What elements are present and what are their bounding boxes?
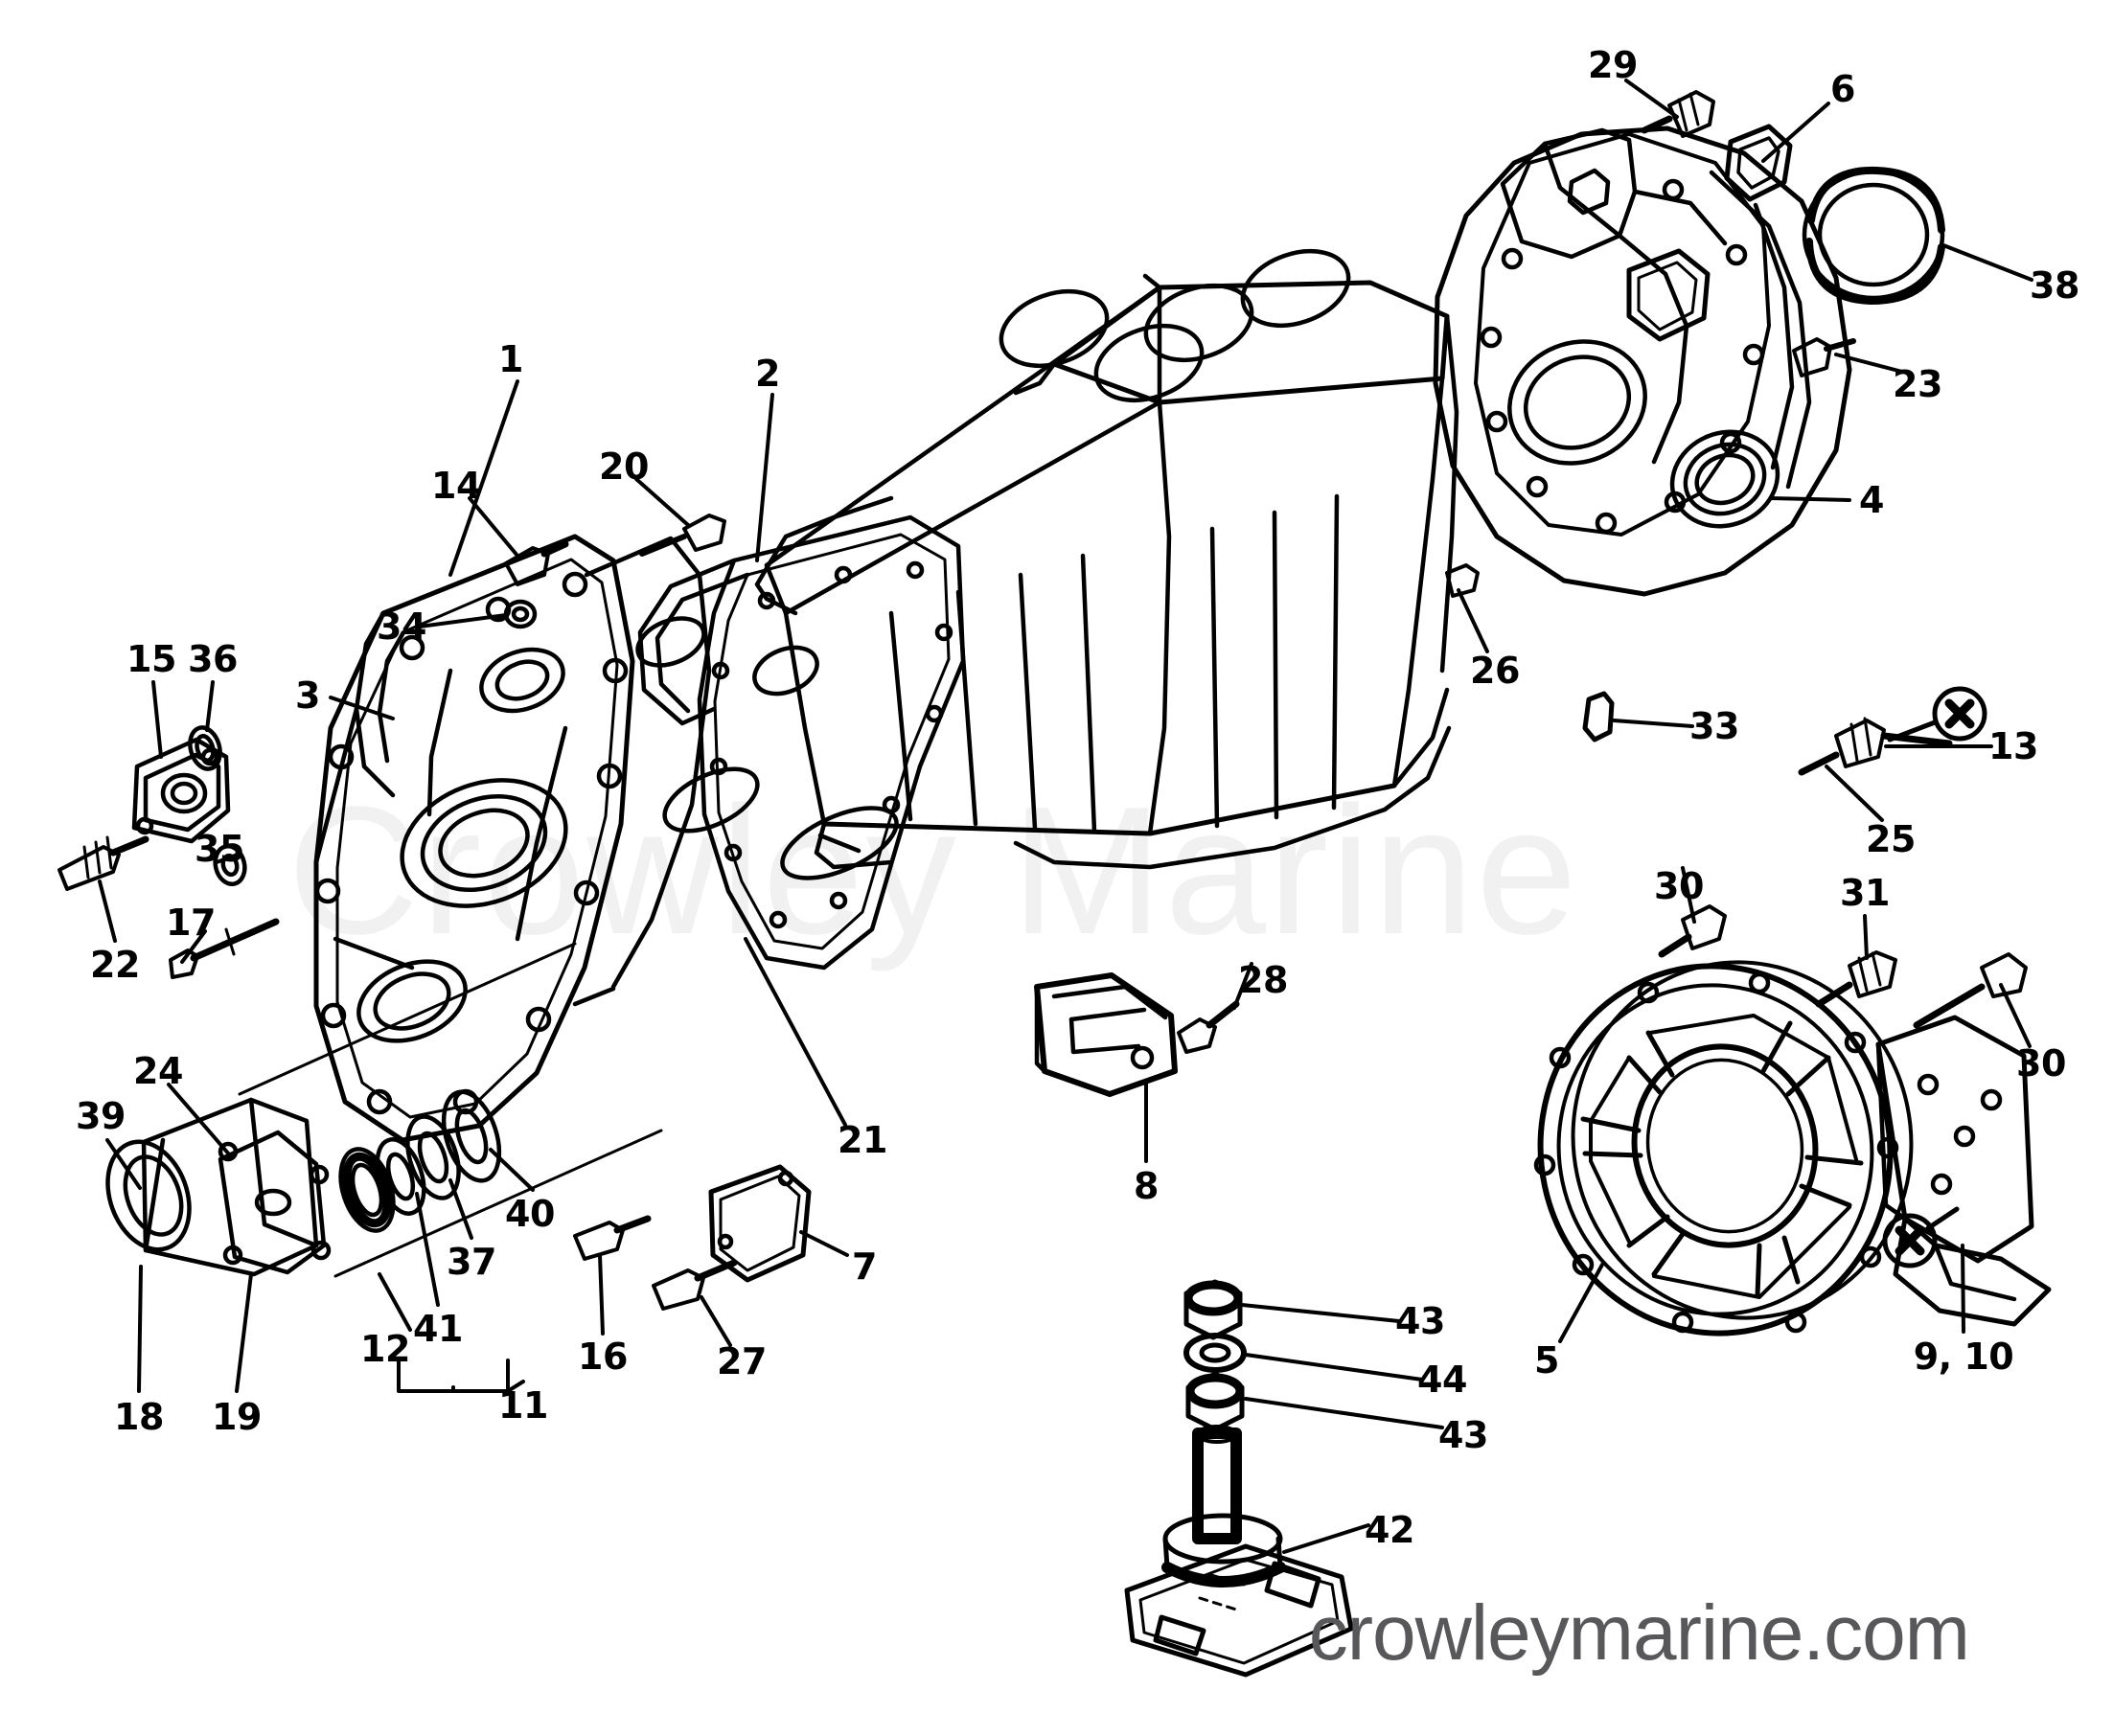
callout-number-14: 14 <box>431 465 481 507</box>
callout-number-19: 19 <box>212 1396 262 1438</box>
callout-number-42: 42 <box>1365 1509 1414 1551</box>
callout-number-8: 8 <box>1134 1165 1159 1207</box>
callout-number-27: 27 <box>717 1340 767 1382</box>
callout-number-3: 3 <box>295 674 320 717</box>
callout-number-36: 36 <box>188 638 238 680</box>
dowel-pin-33 <box>1582 691 1615 742</box>
callout-number-7: 7 <box>852 1245 877 1288</box>
engine-mount-stack <box>1124 1279 1354 1678</box>
callout-number-28: 28 <box>1238 959 1288 1001</box>
x-marker-circles <box>1882 686 1987 1268</box>
front-cover-assembly <box>313 514 966 1143</box>
dowel-26 <box>1445 563 1480 598</box>
callout-number-43a: 43 <box>1395 1300 1445 1342</box>
callout-number-33: 33 <box>1689 705 1739 747</box>
callout-number-11: 11 <box>498 1384 548 1427</box>
callout-number-30a: 30 <box>1654 865 1704 907</box>
callout-number-6: 6 <box>1830 68 1855 110</box>
callout-number-21: 21 <box>838 1119 887 1161</box>
callout-number-31: 31 <box>1840 872 1890 914</box>
front-cover-fasteners <box>503 514 812 1311</box>
engine-mount-bracket <box>1034 972 1240 1097</box>
crankshaft-seal-38 <box>1802 166 1945 305</box>
callout-number-9,10: 9, 10 <box>1913 1336 2014 1378</box>
callout-number-35: 35 <box>195 828 244 870</box>
callout-number-24: 24 <box>133 1050 183 1092</box>
callout-number-12: 12 <box>360 1328 410 1370</box>
callout-number-30b: 30 <box>2016 1042 2066 1085</box>
site-wordmark: crowleymarine.com <box>1308 1589 1970 1677</box>
seal-and-bearing-stack <box>105 942 663 1278</box>
group-bracket-11 <box>397 1359 525 1393</box>
callout-number-20: 20 <box>599 445 649 488</box>
callout-number-40: 40 <box>505 1193 555 1235</box>
callout-number-1: 1 <box>498 338 523 380</box>
mount-plate-assembly <box>1658 717 2052 1327</box>
bellhousing-bolt-29 <box>1641 90 1715 138</box>
bellhousing-bolt-23 <box>1792 337 1856 377</box>
callout-number-18: 18 <box>114 1396 164 1438</box>
callout-number-44: 44 <box>1417 1359 1467 1401</box>
bell-housing <box>1433 126 1852 597</box>
callout-number-37: 37 <box>447 1241 496 1283</box>
callout-number-4: 4 <box>1859 479 1884 521</box>
left-small-parts <box>57 725 280 979</box>
callout-number-43b: 43 <box>1438 1414 1488 1456</box>
callout-number-2: 2 <box>755 353 780 395</box>
callout-number-17: 17 <box>166 902 216 944</box>
callout-number-41: 41 <box>413 1308 463 1350</box>
callout-number-34: 34 <box>377 605 426 648</box>
callout-number-25: 25 <box>1866 818 1916 860</box>
callout-number-13: 13 <box>1988 725 2038 767</box>
callout-number-26: 26 <box>1470 650 1520 692</box>
callout-number-16: 16 <box>578 1336 628 1378</box>
callout-number-39: 39 <box>76 1095 126 1137</box>
cylinder-block <box>754 248 1459 870</box>
callout-number-38: 38 <box>2030 264 2079 307</box>
callout-number-15: 15 <box>126 638 176 680</box>
callout-number-22: 22 <box>90 944 140 986</box>
bellhousing-plug-6 <box>1724 124 1793 202</box>
callout-number-23: 23 <box>1893 363 1942 405</box>
brand-watermark: Crowley Marine <box>287 769 1579 972</box>
flywheel-housing <box>1533 960 1914 1336</box>
callout-number-5: 5 <box>1534 1339 1559 1382</box>
leader-lines <box>98 79 2033 1554</box>
callout-number-29: 29 <box>1588 44 1638 86</box>
